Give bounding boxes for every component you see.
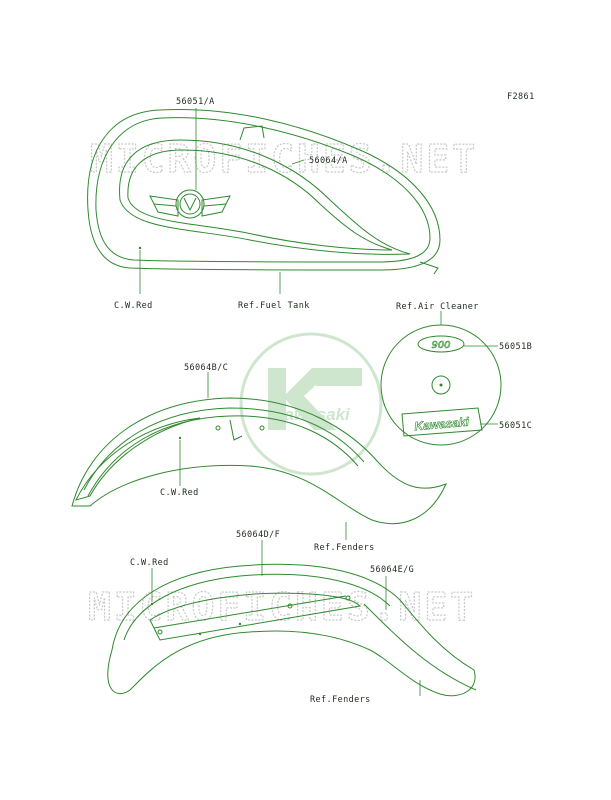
label-56064eg: 56064E/G [370, 565, 414, 575]
label-56064a: 56064/A [309, 156, 348, 166]
air-cleaner-cover: 900 Kawasaki [380, 324, 502, 446]
label-ref-fenders-front: Ref.Fenders [314, 543, 375, 553]
rear-fender [107, 563, 477, 697]
label-ref-fenders-rear: Ref.Fenders [310, 695, 371, 705]
fuel-tank [87, 108, 441, 275]
figure-code: F2861 [507, 92, 535, 102]
label-cw-red-front: C.W.Red [160, 488, 199, 498]
label-cw-red-tank: C.W.Red [114, 301, 153, 311]
badge-900-text: 900 [431, 340, 450, 351]
kawasaki-logo-watermark: Kawasaki [239, 332, 383, 476]
label-56051a: 56051/A [176, 97, 215, 107]
label-cw-red-rear: C.W.Red [130, 558, 169, 568]
label-56051c: 56051C [499, 421, 532, 431]
decal-kawasaki-text: Kawasaki [414, 415, 470, 434]
front-fender [71, 397, 447, 525]
wing-emblem [149, 189, 231, 219]
label-56064df: 56064D/F [236, 530, 280, 540]
label-56051b: 56051B [499, 342, 532, 352]
label-ref-fuel-tank: Ref.Fuel Tank [238, 301, 310, 311]
label-56064bc: 56064B/C [184, 363, 228, 373]
watermark-top: MICROFICHES.NET [90, 137, 478, 181]
label-ref-air-cleaner: Ref.Air Cleaner [396, 302, 479, 312]
